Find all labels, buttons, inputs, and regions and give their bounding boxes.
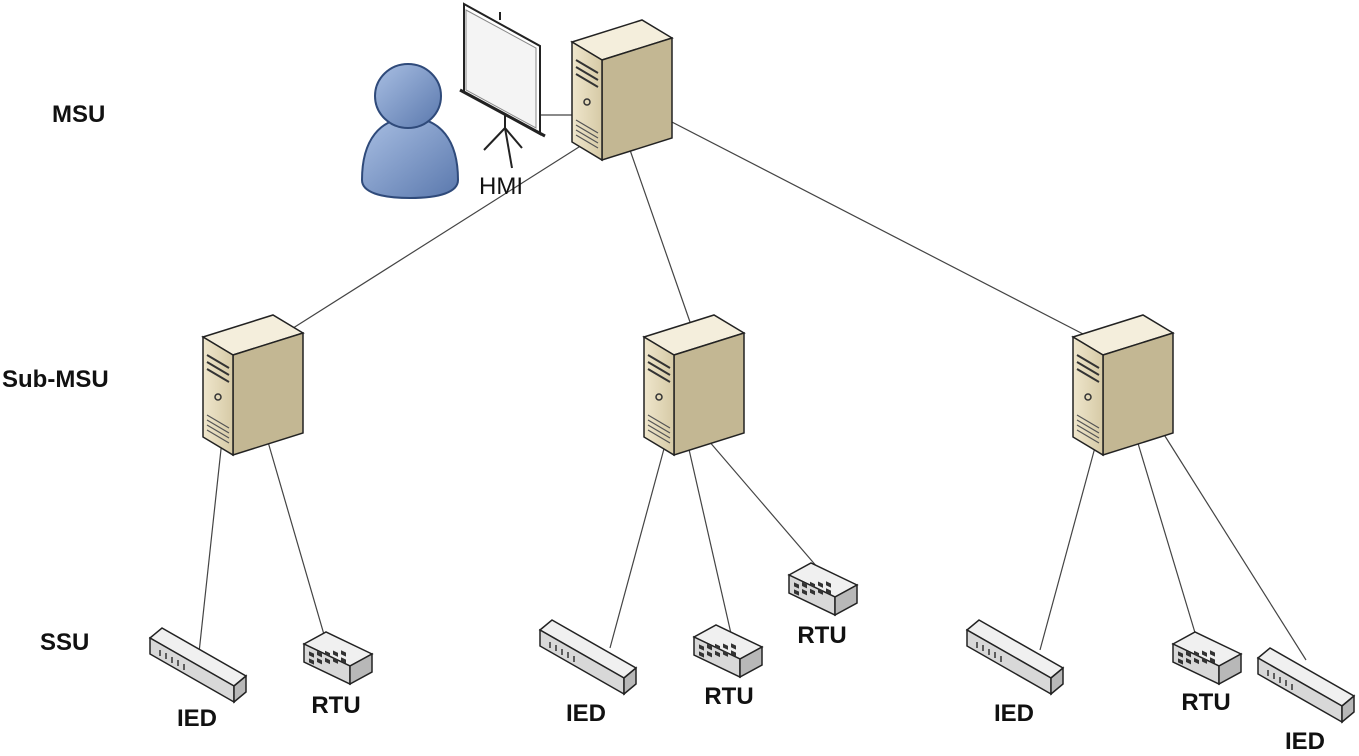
rtu-router-icon-3 <box>788 562 858 616</box>
rtu-router-icon-4 <box>1172 631 1242 685</box>
sub-msu-server-icon-2 <box>643 314 745 456</box>
user-icon <box>360 63 460 200</box>
projection-screen-icon <box>459 2 546 169</box>
link-sub2-rtu2 <box>707 439 819 569</box>
level-label-msu: MSU <box>52 101 106 128</box>
connection-lines <box>197 114 1307 663</box>
link-sub2-ied <box>609 444 666 649</box>
rtu-label-1: RTU <box>311 692 361 719</box>
link-msu-sub2 <box>629 149 691 323</box>
rtu-label-3: RTU <box>797 622 847 649</box>
ied-switch-icon-3 <box>966 619 1064 695</box>
link-sub3-ied2 <box>1157 424 1307 661</box>
ied-label-3: IED <box>993 700 1035 727</box>
link-sub1-ied <box>197 439 223 663</box>
level-label-sub-msu: Sub-MSU <box>2 366 109 393</box>
hmi-label: HMI <box>479 173 523 200</box>
rtu-label-4: RTU <box>1181 689 1231 716</box>
sub-msu-server-icon-1 <box>202 314 304 456</box>
rtu-label-2: RTU <box>704 683 754 710</box>
link-msu-sub3 <box>667 119 1086 336</box>
link-msu-sub1 <box>289 139 591 331</box>
rtu-router-icon-2 <box>693 624 763 678</box>
link-sub1-rtu <box>265 434 326 639</box>
ied-switch-icon-1 <box>149 627 247 703</box>
ied-label-1: IED <box>176 705 218 732</box>
link-sub3-rtu <box>1136 439 1197 637</box>
msu-server-icon <box>571 19 673 161</box>
rtu-router-icon-1 <box>303 631 373 685</box>
link-sub3-ied <box>1039 439 1098 651</box>
sub-msu-server-icon-3 <box>1072 314 1174 456</box>
ied-switch-icon-2 <box>539 619 637 695</box>
level-label-ssu: SSU <box>40 629 90 656</box>
ied-label-2: IED <box>565 700 607 727</box>
link-sub2-rtu <box>687 444 733 639</box>
ied-label-4: IED <box>1284 728 1326 755</box>
